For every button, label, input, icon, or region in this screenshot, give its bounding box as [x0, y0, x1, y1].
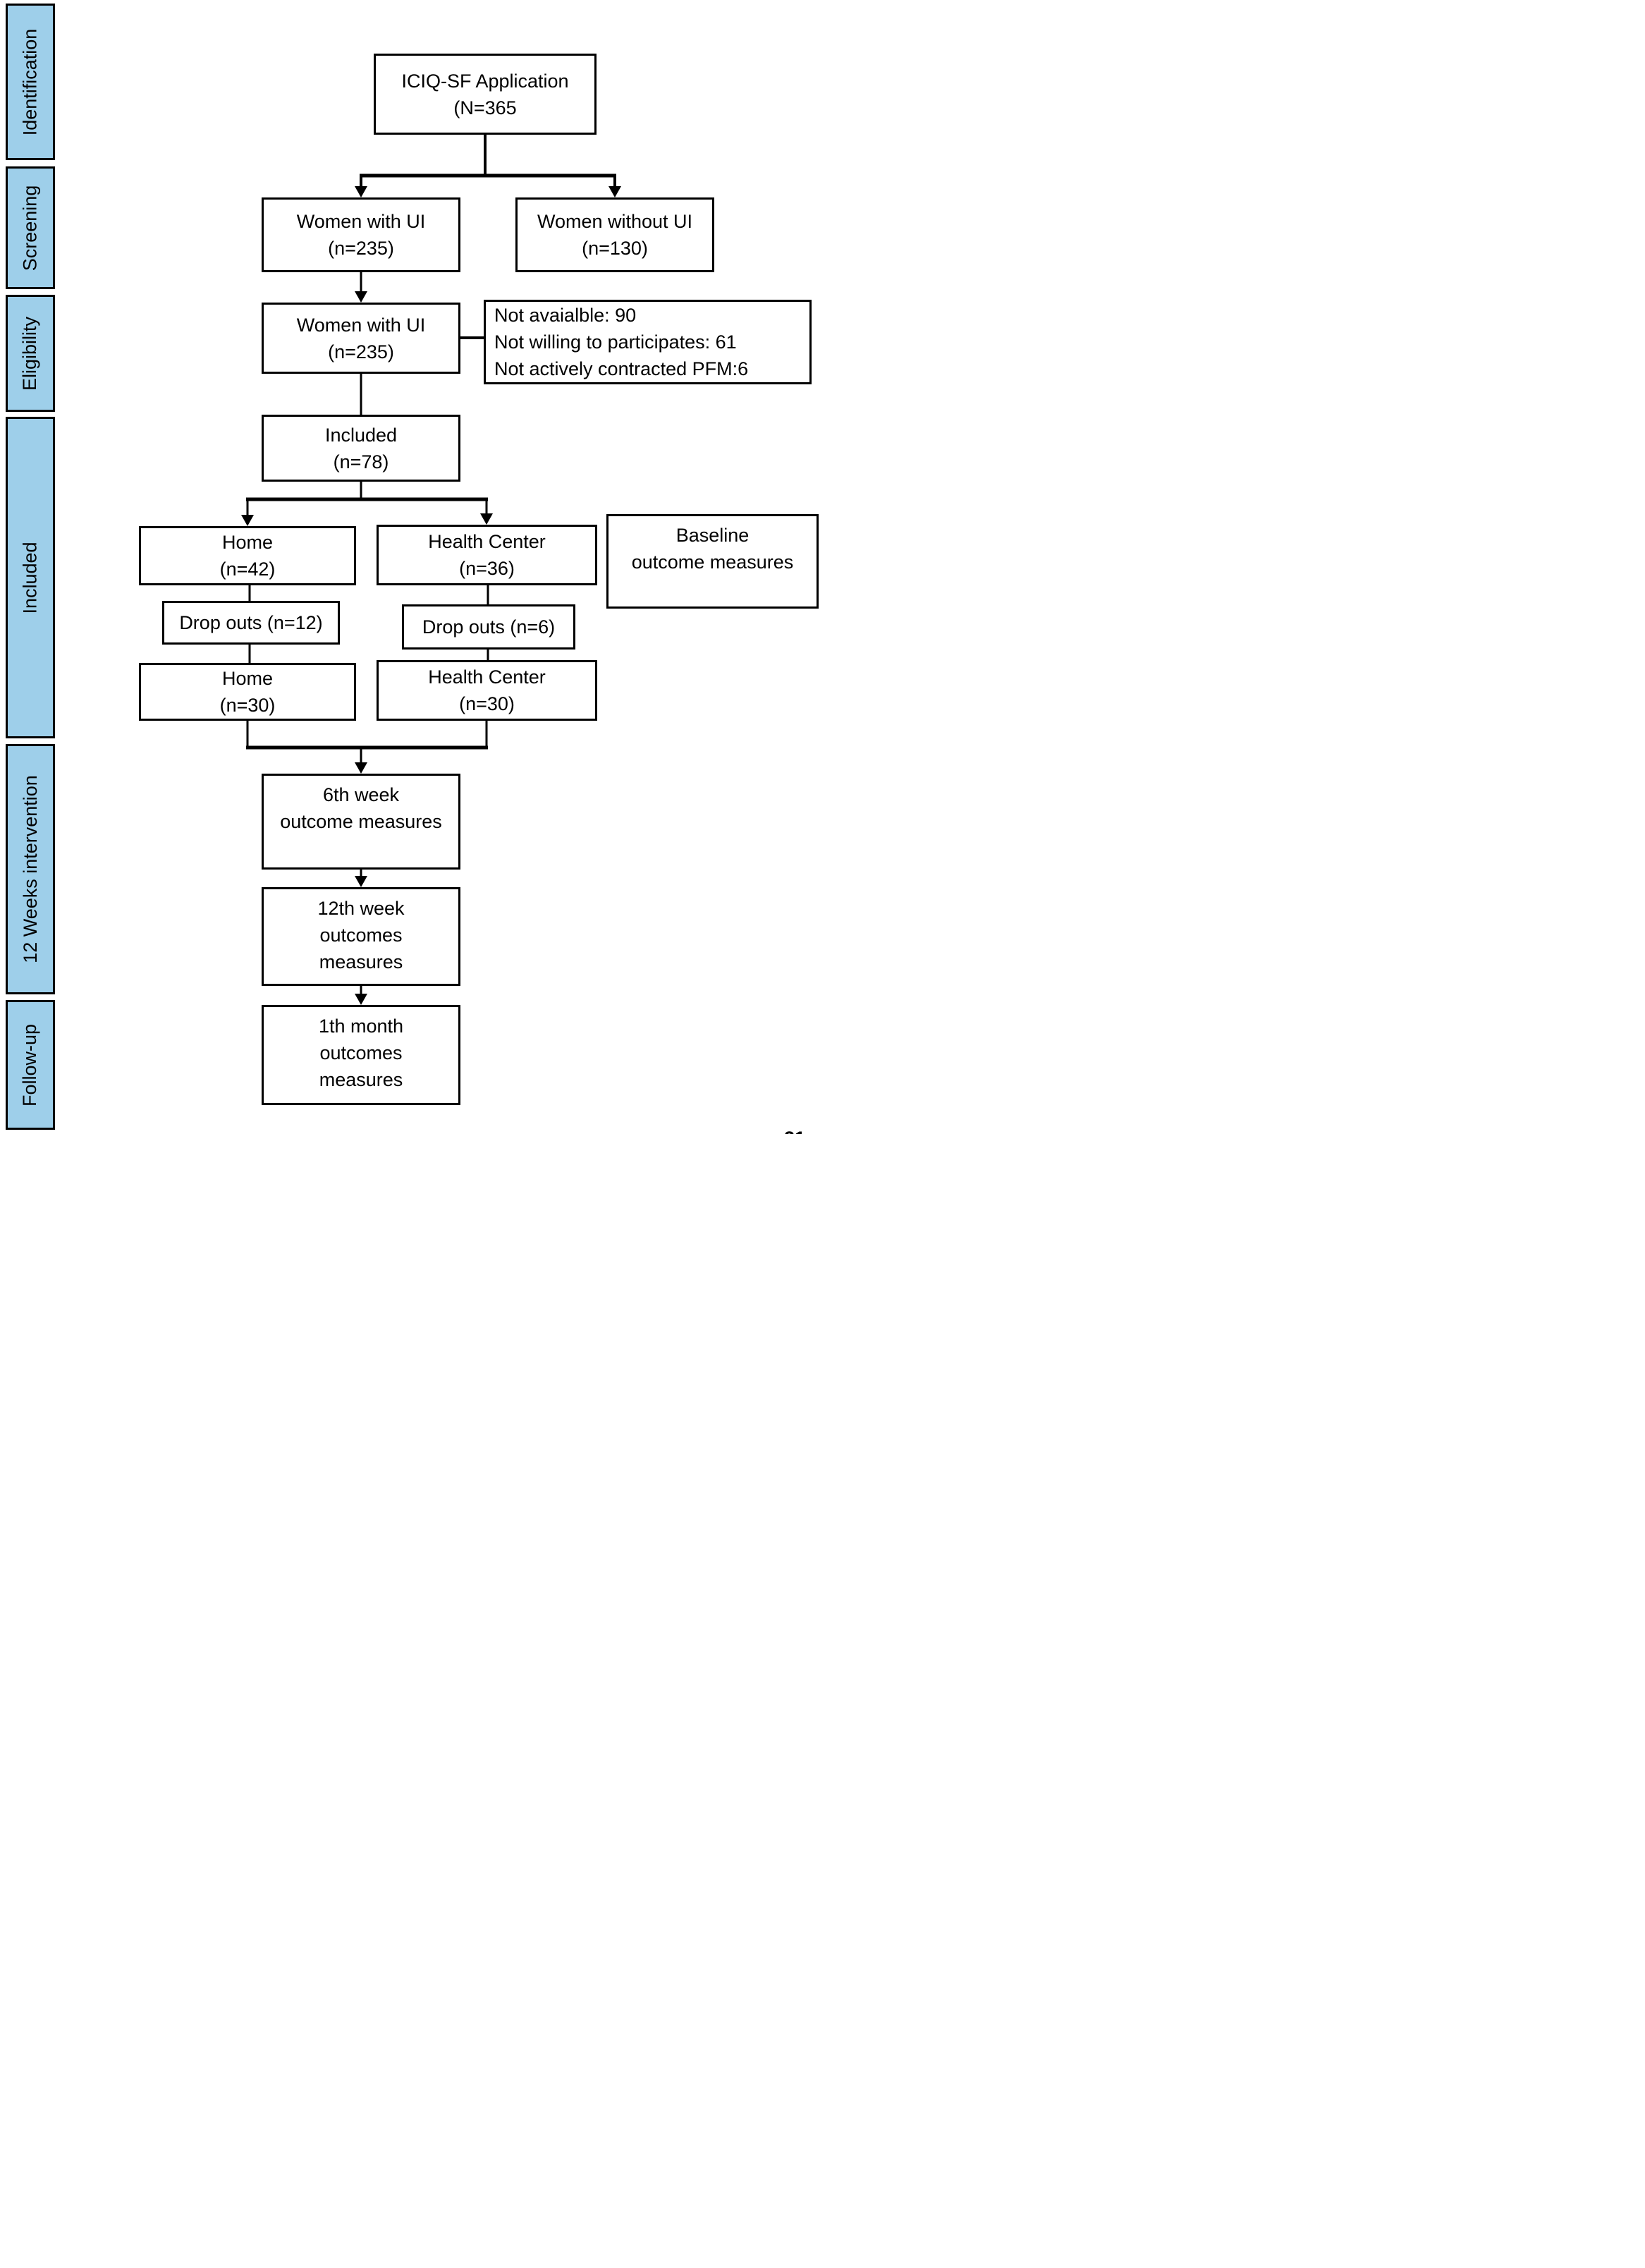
node-baseline-outcome: Baseline outcome measures [606, 514, 819, 609]
node-women-with-ui-screening-line2: (n=235) [328, 238, 394, 259]
node-home-final: Home (n=30) [139, 663, 356, 721]
node-health-center-allocation: Health Center (n=36) [377, 525, 597, 585]
node-week12-outcome-line2: outcomes [319, 925, 403, 946]
page-number-fragment: 21 [784, 1128, 805, 1134]
stage-identification-label: Identification [19, 28, 41, 135]
node-women-without-ui-line2: (n=130) [582, 238, 648, 259]
stage-included-label: Included [19, 541, 41, 614]
node-dropouts-home-line1: Drop outs (n=12) [179, 612, 323, 633]
node-exclusions-line2: Not willing to participates: 61 [494, 331, 737, 353]
node-week12-outcome-line3: measures [319, 951, 403, 973]
node-iciq-line2: (N=365 [453, 97, 517, 118]
node-home-allocation-line2: (n=42) [219, 559, 276, 580]
node-exclusions-line1: Not avaialble: 90 [494, 305, 637, 326]
arrowhead-week12 [355, 876, 367, 887]
stage-included: Included [6, 417, 55, 738]
node-week6-outcome: 6th week outcome measures [262, 774, 460, 870]
arrowhead-women-with-ui [355, 186, 367, 197]
arrowhead-month1 [355, 994, 367, 1005]
node-baseline-outcome-line1: Baseline [675, 525, 750, 546]
node-home-allocation: Home (n=42) [139, 526, 356, 585]
arrowhead-health-center [480, 513, 493, 525]
stage-eligibility: Eligibility [6, 295, 55, 412]
node-month1-outcome: 1th month outcomes measures [262, 1005, 460, 1105]
stage-intervention: 12 Weeks intervention [6, 744, 55, 994]
node-health-center-allocation-line2: (n=36) [459, 558, 515, 579]
node-health-center-final-line2: (n=30) [459, 693, 515, 714]
flow-diagram: Identification Screening Eligibility Inc… [0, 0, 823, 1134]
node-included-line2: (n=78) [333, 451, 389, 472]
node-home-final-line1: Home [221, 668, 274, 689]
node-health-center-final-line1: Health Center [428, 666, 546, 688]
stage-followup-label: Follow-up [19, 1023, 41, 1106]
node-week12-outcome-line1: 12th week [317, 898, 405, 919]
node-iciq-line1: ICIQ-SF Application [401, 70, 569, 92]
node-month1-outcome-line1: 1th month [318, 1016, 404, 1037]
node-included-line1: Included [324, 424, 398, 446]
node-week6-outcome-line2: outcome measures [280, 811, 442, 832]
node-women-with-ui-eligibility-line1: Women with UI [296, 314, 426, 336]
node-home-final-line2: (n=30) [219, 695, 276, 716]
node-exclusions-line3: Not actively contracted PFM:6 [494, 358, 749, 379]
node-included: Included (n=78) [262, 415, 460, 482]
node-dropouts-health-center: Drop outs (n=6) [402, 604, 575, 650]
node-month1-outcome-line2: outcomes [319, 1042, 403, 1063]
node-exclusions: Not avaialble: 90 Not willing to partici… [484, 300, 812, 384]
node-week6-outcome-line1: 6th week [322, 784, 400, 805]
arrowhead-women-elig [355, 291, 367, 303]
stage-screening-label: Screening [19, 185, 41, 271]
stage-intervention-label: 12 Weeks intervention [19, 775, 41, 963]
node-women-with-ui-screening: Women with UI (n=235) [262, 197, 460, 272]
node-women-with-ui-eligibility: Women with UI (n=235) [262, 303, 460, 374]
arrowhead-home [241, 515, 254, 526]
node-health-center-allocation-line1: Health Center [428, 531, 546, 552]
stage-identification: Identification [6, 4, 55, 160]
node-health-center-final: Health Center (n=30) [377, 660, 597, 721]
node-women-without-ui: Women without UI (n=130) [515, 197, 714, 272]
stage-eligibility-label: Eligibility [19, 316, 41, 391]
node-month1-outcome-line3: measures [319, 1069, 403, 1090]
stage-followup: Follow-up [6, 1000, 55, 1130]
node-dropouts-home: Drop outs (n=12) [162, 601, 340, 645]
node-women-with-ui-eligibility-line2: (n=235) [328, 341, 394, 362]
node-women-with-ui-screening-line1: Women with UI [296, 211, 426, 232]
arrowhead-week6 [355, 762, 367, 774]
node-week12-outcome: 12th week outcomes measures [262, 887, 460, 986]
node-women-without-ui-line1: Women without UI [537, 211, 693, 232]
node-home-allocation-line1: Home [221, 532, 274, 553]
node-dropouts-health-center-line1: Drop outs (n=6) [422, 616, 556, 638]
stage-screening: Screening [6, 166, 55, 289]
node-iciq-application: ICIQ-SF Application (N=365 [374, 54, 597, 135]
arrowhead-women-without-ui [609, 186, 621, 197]
node-baseline-outcome-line2: outcome measures [631, 551, 794, 573]
